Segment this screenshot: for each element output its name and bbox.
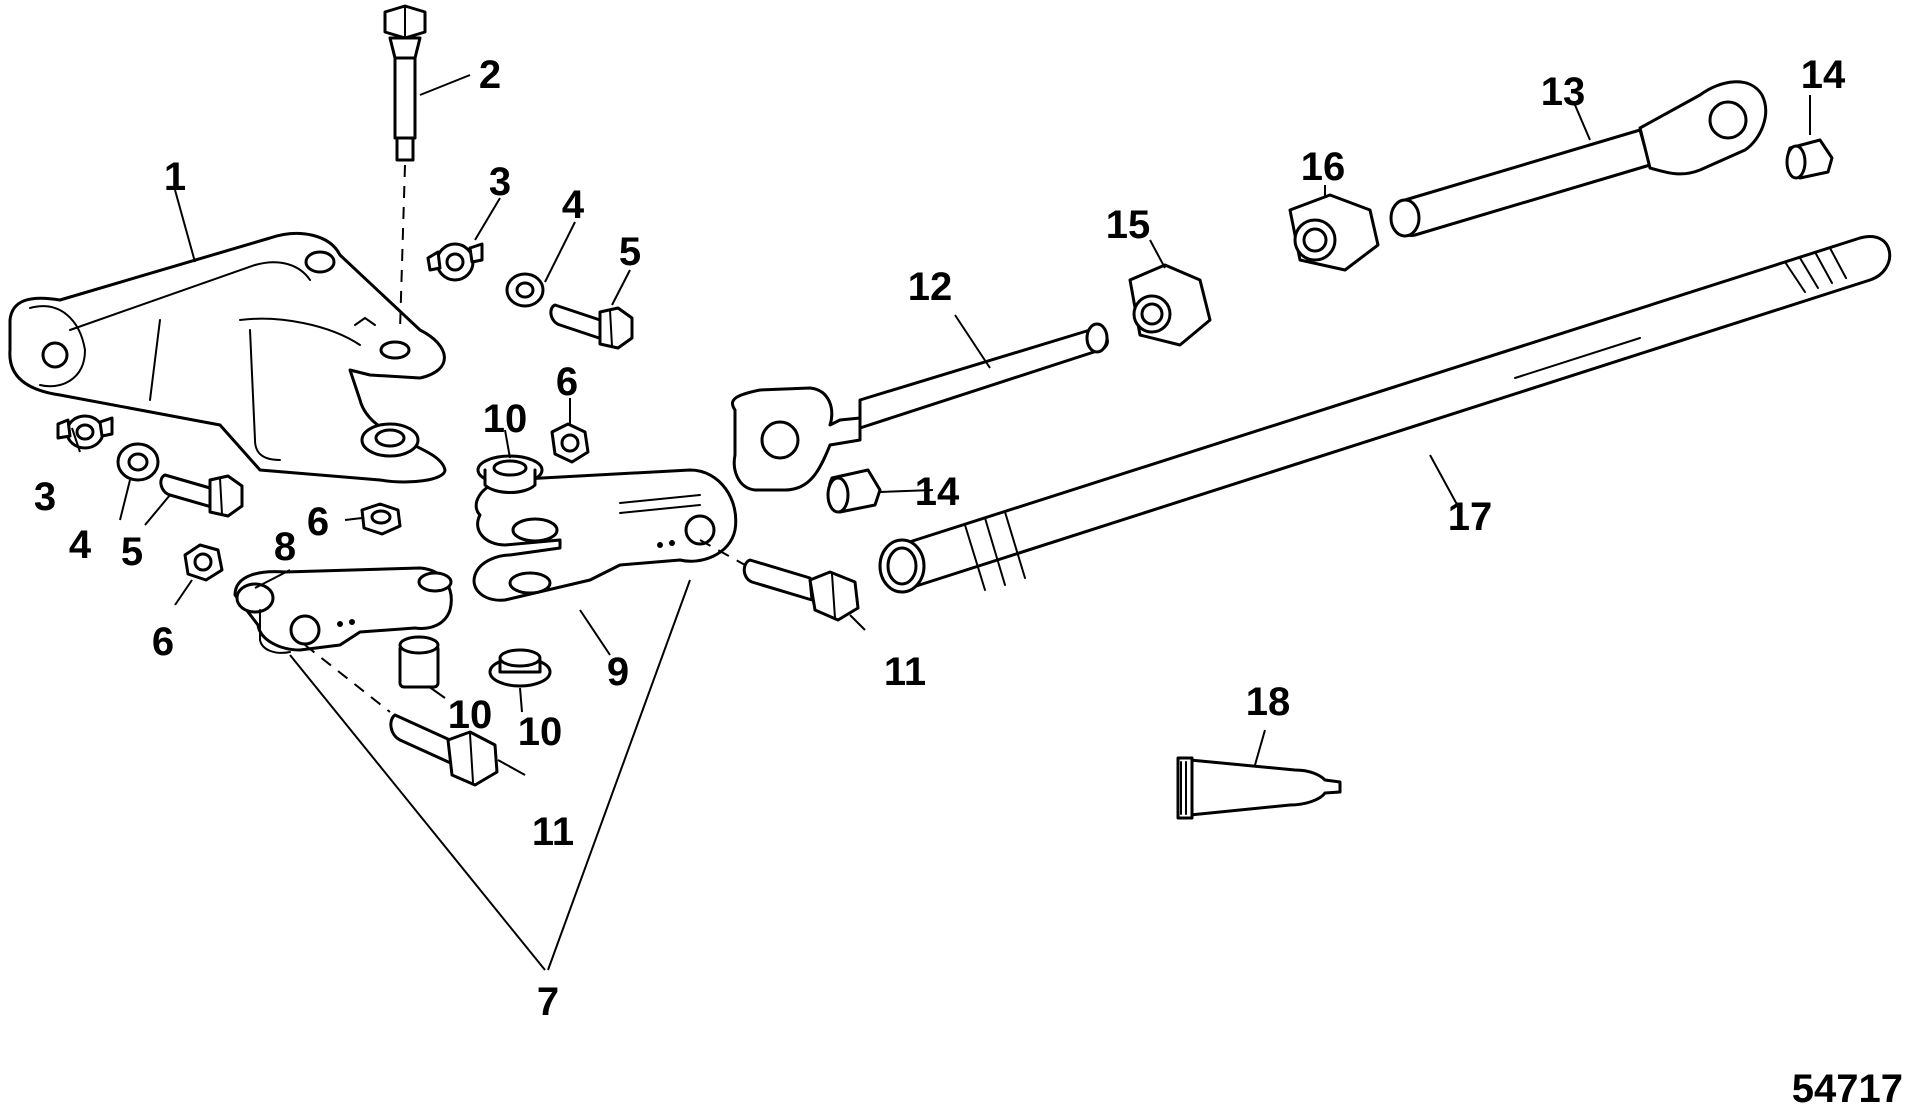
callout-7: 7 — [537, 980, 559, 1024]
part-jam-nut-15 — [1128, 263, 1212, 347]
part-hex-bolt-upper — [549, 303, 634, 350]
part-lubricant-tube — [1176, 756, 1342, 820]
callout-1: 1 — [164, 155, 186, 199]
part-clevis-large — [472, 468, 738, 602]
part-tab-washer-upper — [426, 242, 484, 282]
callout-3-upper: 3 — [489, 160, 511, 204]
callout-11-right: 11 — [884, 650, 926, 694]
callout-labels: 1 2 3 3 4 4 5 5 6 6 6 7 8 9 10 10 10 11 … — [34, 53, 1903, 1111]
part-rod-end-right — [1389, 80, 1768, 238]
callout-4-lower: 4 — [69, 523, 92, 567]
part-flanged-bushing-top — [476, 454, 544, 494]
part-shoulder-bolt-right — [699, 539, 860, 622]
part-shoulder-bolt-bottom — [304, 644, 499, 787]
callout-16: 16 — [1301, 145, 1346, 189]
part-bushing-middle — [826, 468, 882, 514]
part-steering-arm — [8, 231, 447, 484]
callout-6-mid: 6 — [307, 500, 329, 544]
part-jam-nut-16 — [1288, 193, 1380, 272]
callout-12: 12 — [908, 265, 953, 309]
leader-lines — [71, 74, 1811, 971]
part-hex-nut-lower — [183, 543, 224, 582]
callout-6-lower: 6 — [152, 620, 174, 664]
figure-number: 54717 — [1792, 1067, 1903, 1111]
part-bushing-plain — [398, 635, 440, 689]
callout-17: 17 — [1448, 495, 1493, 539]
callout-10-right: 10 — [518, 710, 563, 754]
part-flat-washer-upper — [505, 272, 545, 308]
callout-10-top: 10 — [483, 397, 528, 441]
callout-11-bottom: 11 — [532, 810, 574, 854]
callout-14-middle: 14 — [915, 470, 960, 514]
part-flanged-bushing-bottom — [488, 648, 552, 688]
part-hex-bolt-lower — [159, 473, 244, 518]
part-steering-tube — [878, 235, 1892, 594]
callout-15: 15 — [1106, 203, 1151, 247]
part-rod-end-left — [730, 322, 1109, 492]
part-tab-washer-lower — [56, 414, 114, 450]
part-hex-nut-upper — [550, 422, 590, 464]
callout-10-left: 10 — [448, 693, 493, 737]
callout-8: 8 — [274, 525, 296, 569]
callout-5-lower: 5 — [121, 530, 143, 574]
callout-3-lower: 3 — [34, 475, 56, 519]
part-bushing-right-top — [1785, 138, 1834, 180]
callout-13: 13 — [1541, 70, 1586, 114]
callout-14-top: 14 — [1801, 53, 1846, 97]
callout-5-upper: 5 — [619, 230, 641, 274]
callout-2: 2 — [479, 53, 501, 97]
part-flat-washer-lower — [116, 442, 160, 482]
callout-9: 9 — [607, 650, 629, 694]
part-hex-nut-mid — [360, 502, 402, 536]
callout-4-upper: 4 — [562, 183, 585, 227]
part-shoulder-bolt-top — [383, 4, 427, 331]
part-clevis-small — [233, 566, 453, 654]
callout-6-upper: 6 — [556, 360, 578, 404]
callout-18: 18 — [1246, 680, 1291, 724]
